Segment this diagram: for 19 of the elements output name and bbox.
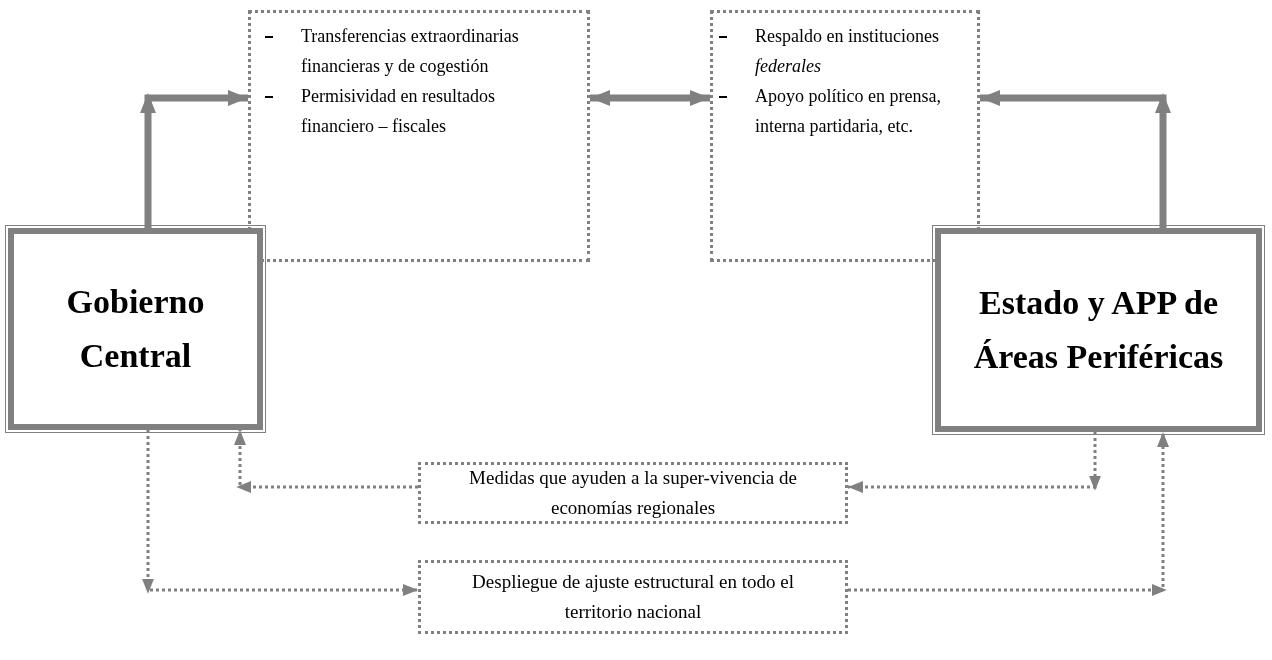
bullet-text: Respaldo en instituciones federales [755,25,940,78]
arrow [234,430,418,493]
box-title: Estado y APP de Áreas Periféricas [972,282,1225,377]
dotted-text-box [418,462,848,524]
arrow [142,430,418,596]
double-border-box [8,228,263,430]
bullet-text: Permisividad en resultados financiero – fiscales [301,85,496,138]
arrow [140,90,248,228]
arrow [848,432,1169,596]
arrow [590,90,710,106]
bullet-text: Transferencias extraordinarias financieras y de cogestión [301,25,520,78]
box-text: Despliegue de ajuste estructural en todo el territorio nacional [471,569,795,624]
dotted-text-box [418,560,848,634]
arrow [848,432,1101,493]
box-title: Gobierno Central [65,281,206,376]
arrow [980,90,1171,228]
bullet-text: Apoyo político en prensa, interna partidaria, etc. [755,85,942,138]
box-text: Medidas que ayuden a la super-vivencia de economías regionales [468,465,798,520]
double-border-box [935,228,1262,432]
